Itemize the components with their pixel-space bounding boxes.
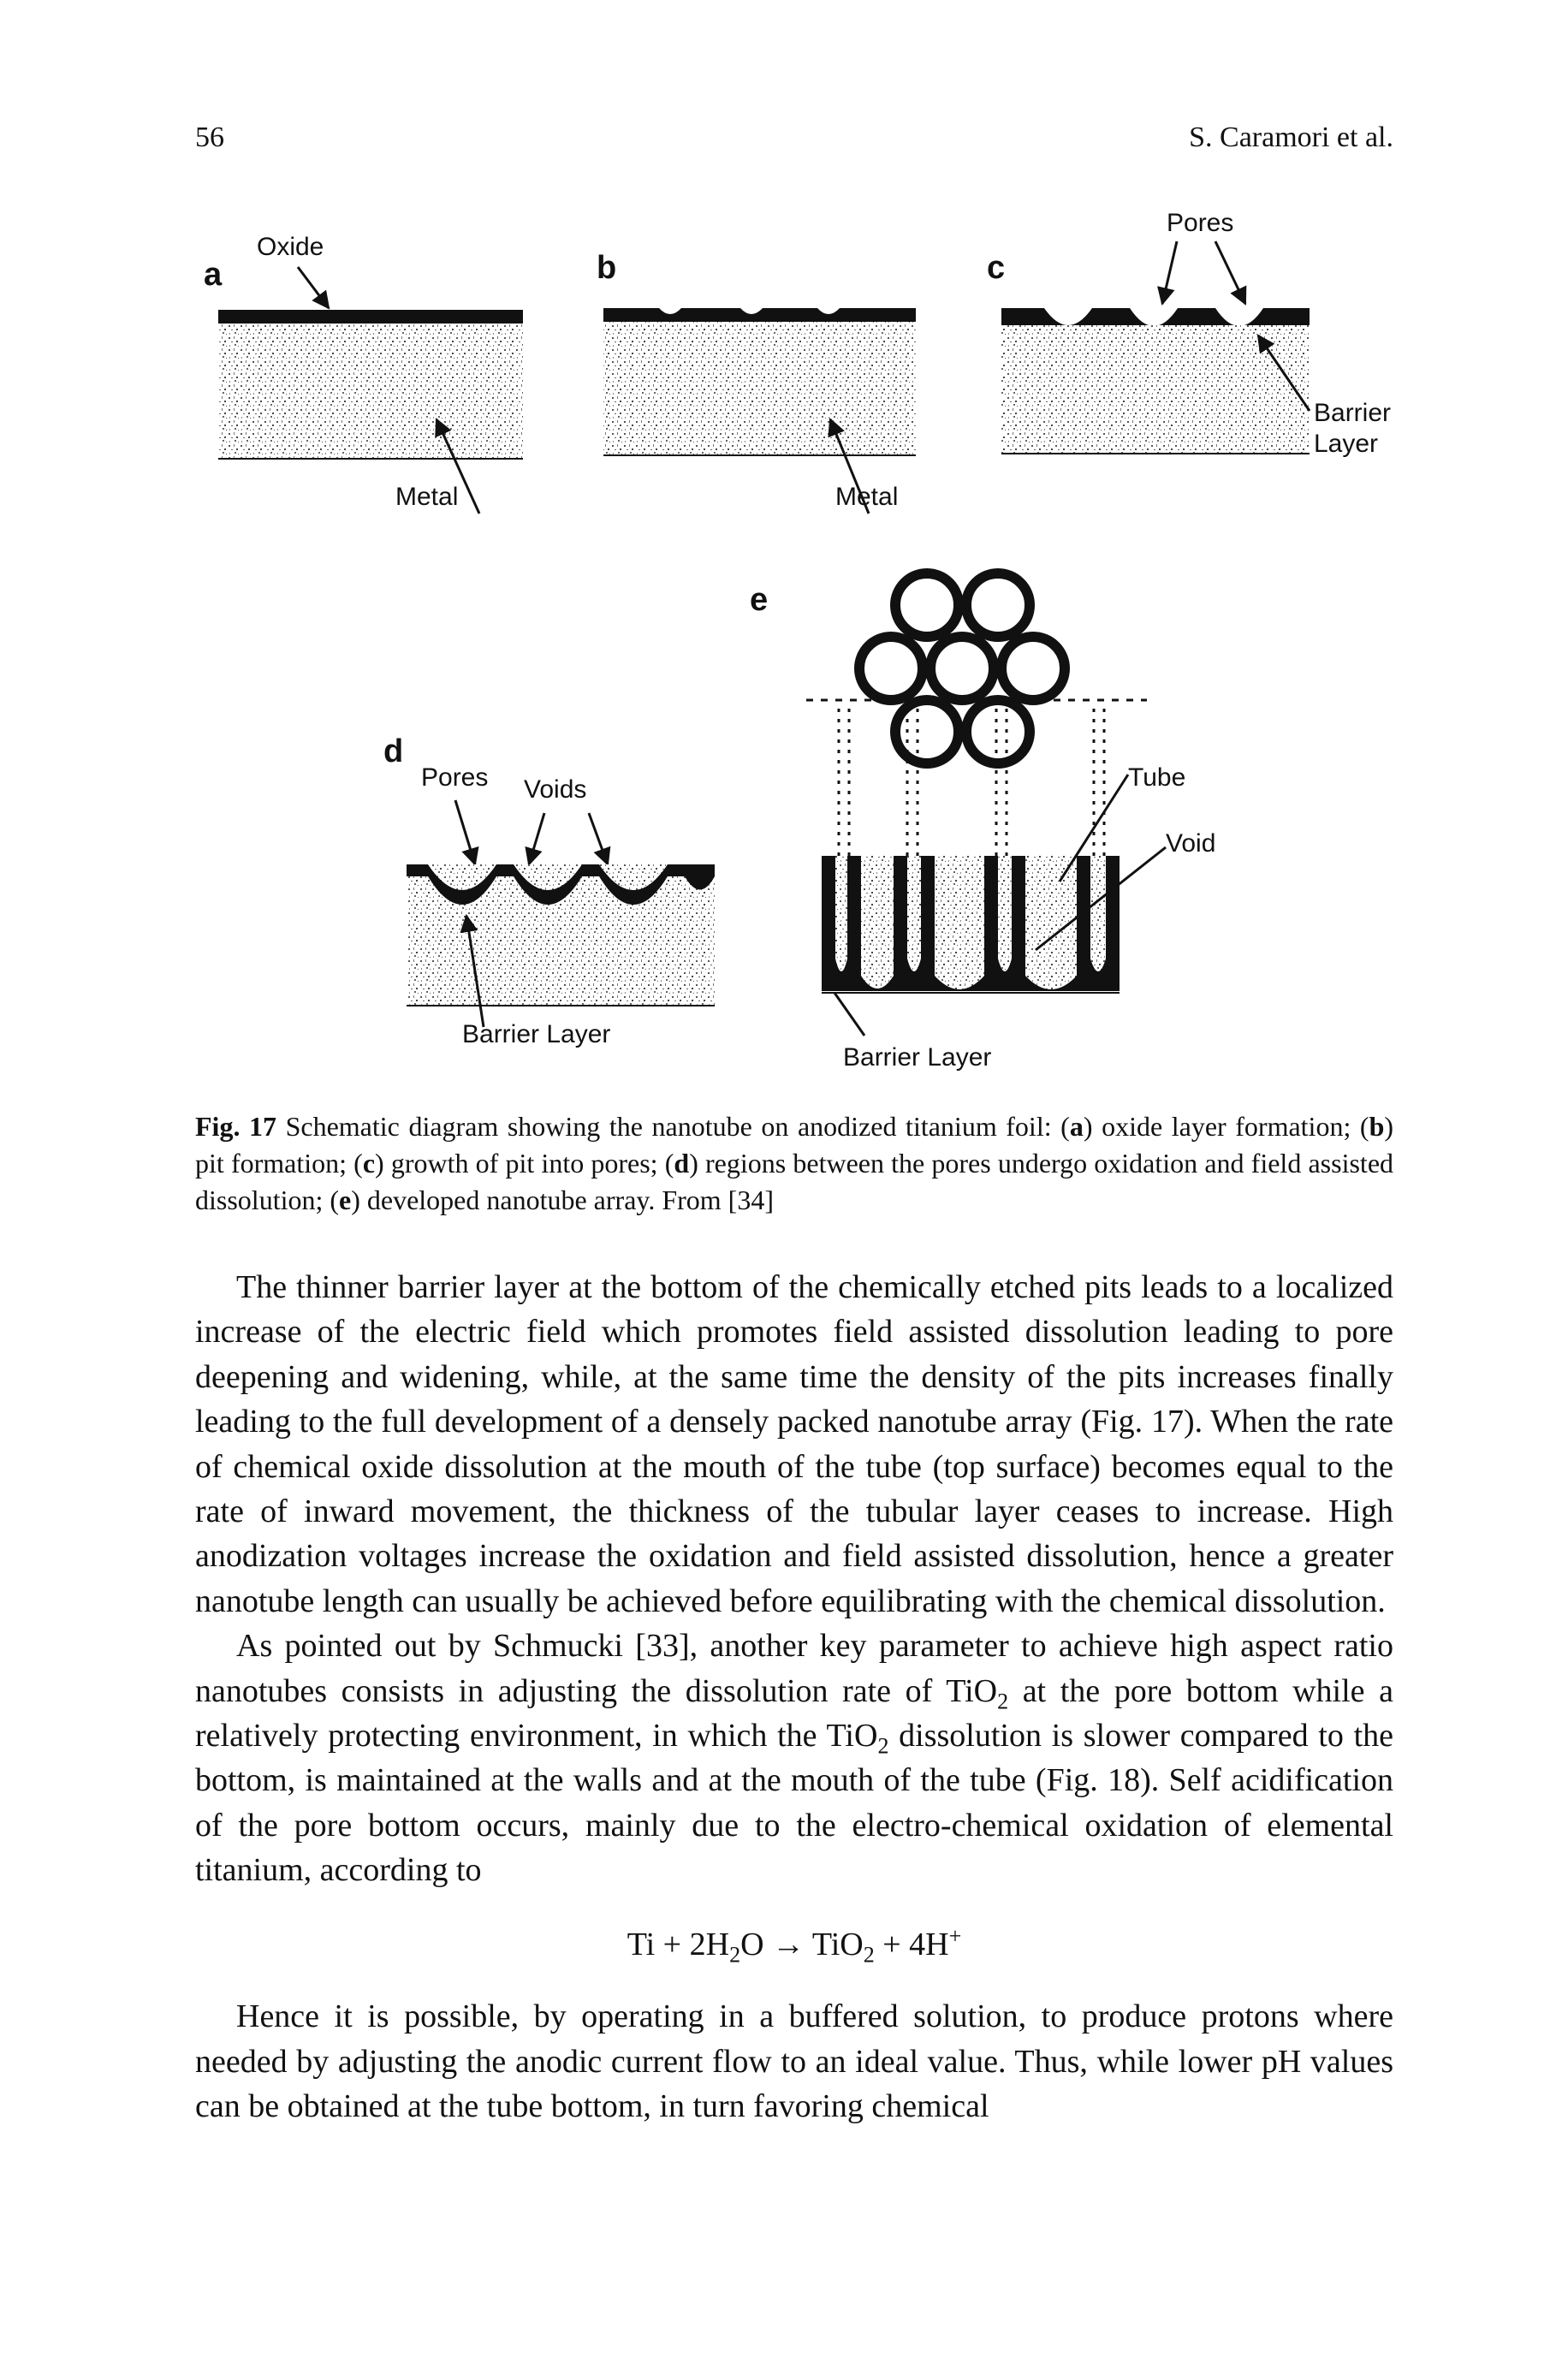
paragraph-2: As pointed out by Schmucki [33], another… (195, 1624, 1393, 1892)
pores-label-c: Pores (1167, 209, 1233, 237)
figure-17-schematic: a Oxide Metal b Metal c Pores (204, 209, 1391, 1072)
equation-part: Ti + 2H (627, 1926, 730, 1962)
caption-ref-d: d (674, 1148, 690, 1179)
panel-a: a Oxide Metal (204, 233, 523, 514)
panel-d: d Pores Voids Barrier Layer (383, 733, 715, 1048)
equation-part: O → TiO (740, 1926, 864, 1962)
panel-c-letter: c (987, 250, 1005, 286)
caption-text: ) regions between the pores undergo oxid… (195, 1148, 1394, 1215)
caption-text: ) oxide layer formation; ( (1083, 1111, 1369, 1142)
panel-a-letter: a (204, 257, 223, 293)
panel-b: b Metal (597, 250, 916, 514)
caption-ref-c: c (362, 1148, 376, 1179)
caption-ref-b: b (1369, 1111, 1385, 1142)
void-label: Void (1166, 829, 1215, 858)
reaction-equation: Ti + 2H2O → TiO2 + 4H+ (195, 1922, 1393, 1967)
panel-d-letter: d (383, 733, 403, 769)
equation-part: + 4H (874, 1926, 949, 1962)
tube-label: Tube (1128, 763, 1185, 792)
caption-ref-e: e (339, 1185, 352, 1215)
oxide-label: Oxide (257, 233, 324, 261)
barrier-label-e: Barrier Layer (843, 1043, 991, 1072)
figure-17: a Oxide Metal b Metal c Pores (0, 0, 1568, 1104)
subscript: 2 (729, 1942, 741, 1968)
barrier-label-c-line1: Barrier (1314, 399, 1391, 427)
panel-b-letter: b (597, 250, 616, 286)
barrier-label-c-line2: Layer (1314, 430, 1378, 458)
page-header: 56 S. Caramori et al. (195, 122, 1393, 164)
metal-label-b: Metal (835, 483, 898, 511)
subscript: 2 (997, 1689, 1009, 1714)
caption-text: ) pit formation; ( (195, 1111, 1394, 1179)
superscript: + (948, 1923, 962, 1949)
figure-caption: Fig. 17 Schematic diagram showing the na… (195, 1108, 1393, 1219)
caption-text: Schematic diagram showing the nanotube o… (276, 1111, 1070, 1142)
metal-label-a: Metal (395, 483, 458, 511)
panel-e-letter: e (750, 582, 768, 618)
paragraph-2-text: dissolution is slower compared to the bo… (195, 1718, 1393, 1889)
panel-c: c Pores Barrier Layer (987, 209, 1391, 458)
subscript: 2 (863, 1942, 875, 1968)
barrier-label-d: Barrier Layer (462, 1020, 610, 1048)
paragraph-2-text: at the pore bottom while a relatively pr… (195, 1672, 1393, 1755)
caption-text: ) growth of pit into pores; ( (375, 1148, 674, 1179)
body-text: The thinner barrier layer at the bottom … (195, 1265, 1393, 2129)
voids-label-d: Voids (524, 775, 586, 804)
caption-text: ) developed nanotube array. From [34] (351, 1185, 774, 1215)
panel-e: e (750, 568, 1215, 1072)
paragraph-1: The thinner barrier layer at the bottom … (195, 1269, 1393, 1619)
paragraph-3: Hence it is possible, by operating in a … (195, 1998, 1393, 2124)
caption-ref-a: a (1069, 1111, 1084, 1142)
pores-label-d: Pores (421, 763, 488, 792)
running-head: S. Caramori et al. (1189, 122, 1393, 153)
page-number: 56 (195, 122, 224, 153)
paragraph-2-text: As pointed out by Schmucki [33], another… (195, 1628, 1393, 1709)
caption-fig-number: Fig. 17 (195, 1111, 277, 1142)
subscript: 2 (877, 1733, 889, 1759)
